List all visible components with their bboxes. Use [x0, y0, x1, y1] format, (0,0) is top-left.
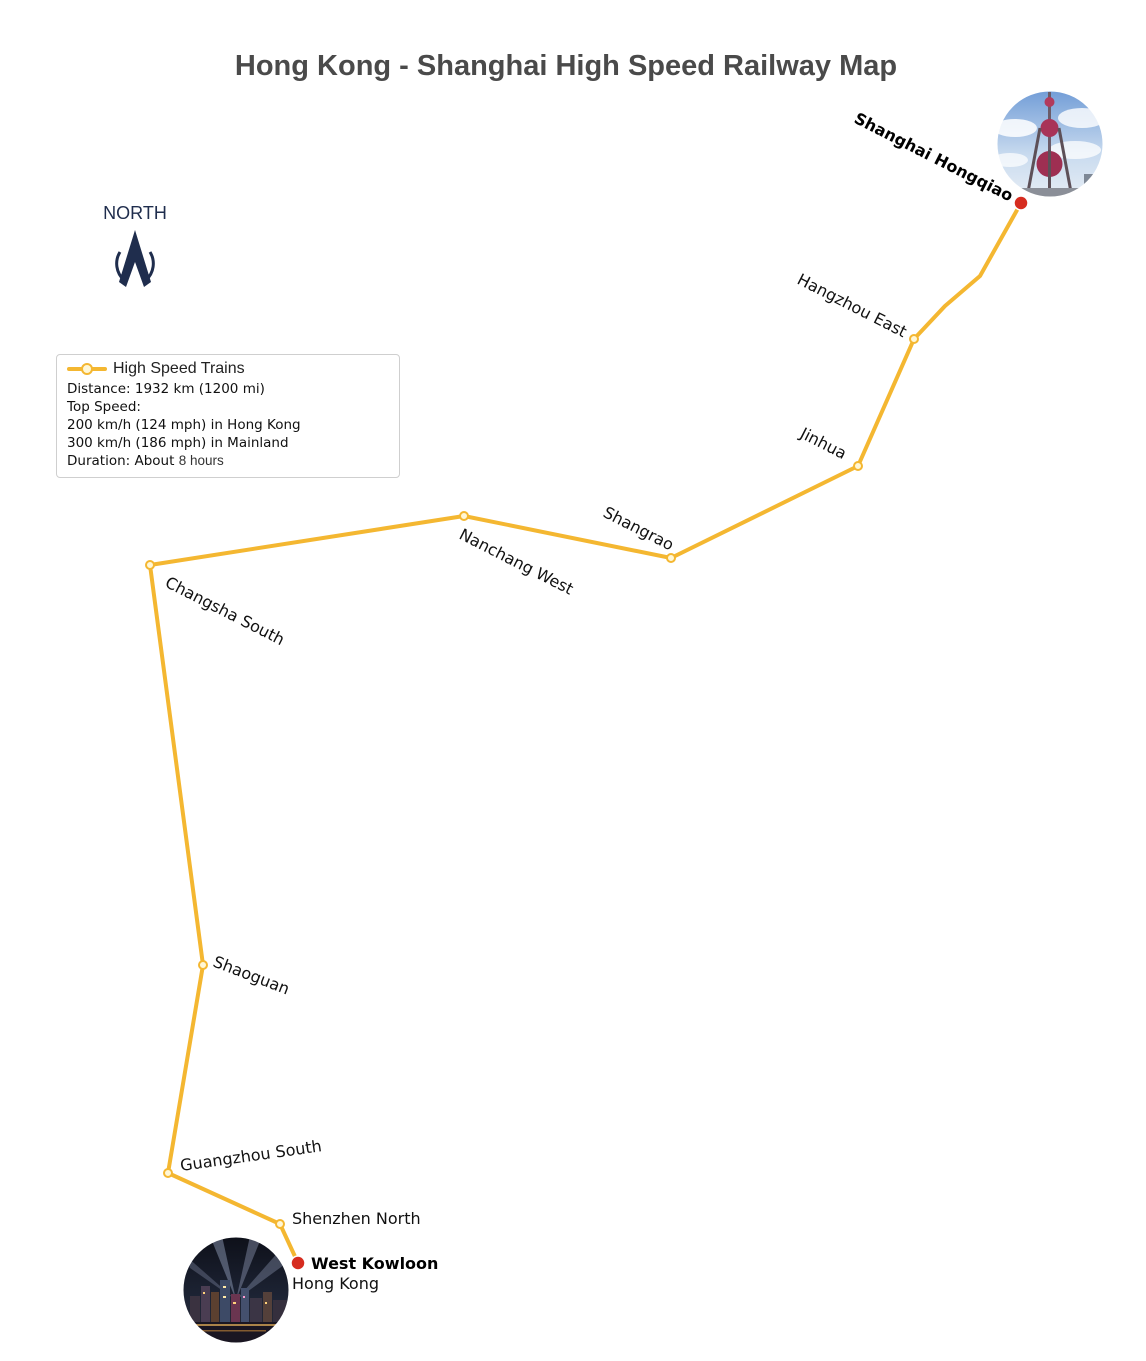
station-label: Shaoguan [211, 952, 293, 998]
station-marker [275, 1219, 285, 1229]
station-shenzhen-north[interactable]: Shenzhen North [275, 1209, 421, 1229]
north-label: NORTH [103, 203, 167, 223]
station-marker [145, 560, 155, 570]
legend-title: High Speed Trains [113, 360, 245, 377]
station-label: Guangzhou South [179, 1136, 323, 1175]
terminal-marker [1013, 195, 1029, 211]
station-marker [459, 511, 469, 521]
station-label: Shenzhen North [292, 1209, 421, 1228]
station-label: Jinhua [796, 423, 850, 463]
legend-duration-value: 8 hours [178, 453, 224, 468]
station-marker [853, 461, 863, 471]
high-speed-line-swatch-icon [67, 362, 107, 376]
station-changsha-south[interactable]: Changsha South [145, 560, 288, 650]
shanghai-photo [996, 90, 1104, 198]
station-hangzhou-east[interactable]: Hangzhou East [794, 270, 919, 344]
station-marker [909, 334, 919, 344]
legend: High Speed Trains Distance: 1932 km (120… [56, 354, 400, 478]
station-marker [666, 553, 676, 563]
station-jinhua[interactable]: Jinhua [796, 423, 863, 471]
hong-kong-photo [182, 1236, 290, 1344]
station-marker [198, 960, 208, 970]
station-marker [163, 1168, 173, 1178]
station-label: Changsha South [162, 573, 288, 650]
legend-header: High Speed Trains [67, 360, 389, 378]
route-line [148, 201, 1023, 1265]
station-label: Hangzhou East [794, 270, 910, 342]
compass: NORTH [103, 203, 167, 287]
legend-top-speed: Top Speed: [67, 399, 141, 415]
map-title: Hong Kong - Shanghai High Speed Railway … [235, 50, 897, 82]
terminal-label: West Kowloon [311, 1254, 438, 1273]
legend-speed-hk: 200 km/h (124 mph) in Hong Kong [67, 417, 301, 433]
legend-duration-prefix: Duration: About [67, 453, 175, 469]
station-west-kowloon[interactable]: West Kowloon Hong Kong [290, 1254, 438, 1293]
terminal-label: Shanghai Hongqiao [851, 109, 1016, 206]
legend-duration: Duration: About 8 hours [67, 452, 389, 470]
station-shaoguan[interactable]: Shaoguan [198, 952, 293, 998]
north-arrow-icon [115, 230, 155, 287]
legend-distance: Distance: 1932 km (1200 mi) [67, 381, 265, 397]
station-guangzhou-south[interactable]: Guangzhou South [163, 1136, 323, 1178]
terminal-marker [290, 1255, 306, 1271]
city-label: Hong Kong [292, 1274, 379, 1293]
legend-speed-mainland: 300 km/h (186 mph) in Mainland [67, 435, 289, 451]
